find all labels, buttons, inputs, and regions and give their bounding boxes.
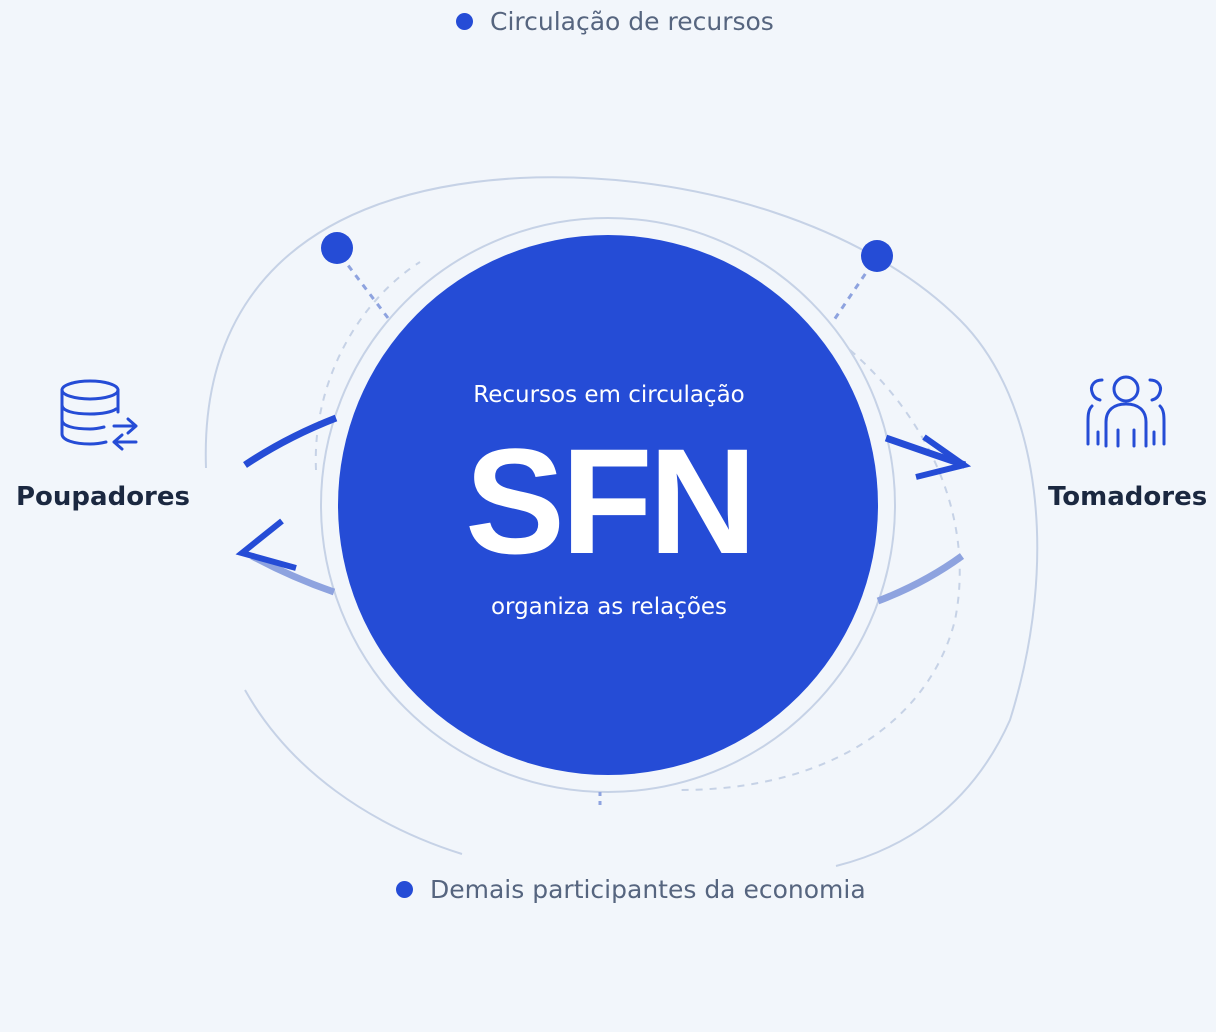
flow-arc-right-bottom	[876, 553, 965, 605]
legend-dot-icon	[396, 880, 413, 898]
arrowhead-left	[235, 518, 297, 571]
arrowhead-right	[915, 434, 972, 480]
connector-line-right	[832, 263, 874, 321]
legend-circulation: Circulação de recursos	[456, 4, 774, 38]
center-title: SFN	[465, 417, 757, 585]
center-circle	[338, 235, 878, 775]
center-subtitle-bottom: organiza as relações	[490, 594, 728, 620]
connector-line-left	[339, 255, 390, 319]
connector-dot-left	[321, 232, 353, 264]
database-transfer-icon	[60, 379, 138, 451]
legend-other-participants-label: Demais participantes da economia	[430, 874, 866, 904]
legend-dot-icon	[456, 12, 473, 30]
legend-circulation-label: Circulação de recursos	[490, 6, 774, 36]
dashed-orbit	[314, 261, 961, 791]
legend-other-participants: Demais participantes da economia	[396, 872, 866, 906]
savers-label: Poupadores	[16, 482, 190, 512]
center-subtitle-top: Recursos em circulação	[473, 382, 745, 408]
people-group-icon	[1086, 375, 1166, 448]
flow-arc-left-top	[243, 414, 338, 468]
connector-dot-right	[861, 240, 893, 272]
outer-orbit-line	[204, 176, 1039, 867]
center-ring	[320, 217, 896, 793]
borrowers-label: Tomadores	[1048, 482, 1208, 512]
outer-orbit-line-lower	[244, 689, 463, 855]
